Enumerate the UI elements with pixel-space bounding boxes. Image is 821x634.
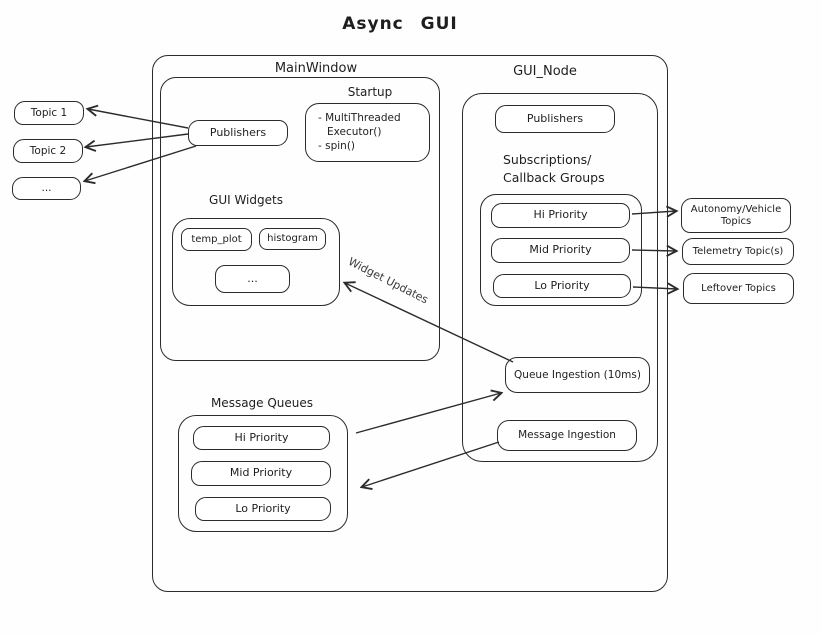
startup-label: Startup [347,85,393,99]
gui-widgets-label: GUI Widgets [209,193,283,207]
queue-mid-priority-node: Mid Priority [191,461,331,486]
subscription-hi-priority-node: Hi Priority [491,203,630,228]
startup-line: Executor() [327,126,382,139]
outer-frame [152,55,668,592]
message-ingestion-node: Message Ingestion [497,420,637,451]
widget-temp-plot-node: temp_plot [181,228,252,251]
queue-ingestion-node: Queue Ingestion (10ms) [505,357,650,393]
startup-line: - spin() [318,140,356,153]
subscription-lo-priority-node: Lo Priority [493,274,631,298]
mainwindow-frame [160,77,440,361]
startup-node: - MultiThreaded Executor() - spin() [305,103,430,162]
subscriptions-label: Subscriptions/ Callback Groups [503,151,633,187]
queue-lo-priority-node: Lo Priority [195,497,331,521]
message-queues-frame [178,415,348,532]
autonomy-vehicle-topics-node: Autonomy/Vehicle Topics [681,198,791,233]
subscriptions-label-line1: Subscriptions/ [503,152,592,167]
leftover-topics-node: Leftover Topics [683,273,794,304]
message-queues-label: Message Queues [210,396,314,410]
widget-histogram-node: histogram [259,228,326,250]
gui-widgets-frame [172,218,340,306]
gui-node-label: GUI_Node [513,64,577,79]
gui-node-frame [462,93,658,462]
telemetry-topics-node: Telemetry Topic(s) [682,238,794,265]
subscriptions-label-line2: Callback Groups [503,170,605,186]
startup-line: - MultiThreaded [318,112,401,124]
topic1-node: Topic 1 [14,101,84,125]
topic-more-node: ... [12,177,81,200]
subscription-mid-priority-node: Mid Priority [491,238,630,263]
queue-hi-priority-node: Hi Priority [193,426,330,450]
topic2-node: Topic 2 [13,139,83,163]
mainwindow-publishers-node: Publishers [188,120,288,146]
gui-node-publishers-node: Publishers [495,105,615,133]
diagram-title: Async GUI [342,14,458,34]
mainwindow-label: MainWindow [274,61,358,76]
widget-more-node: ... [215,265,290,293]
